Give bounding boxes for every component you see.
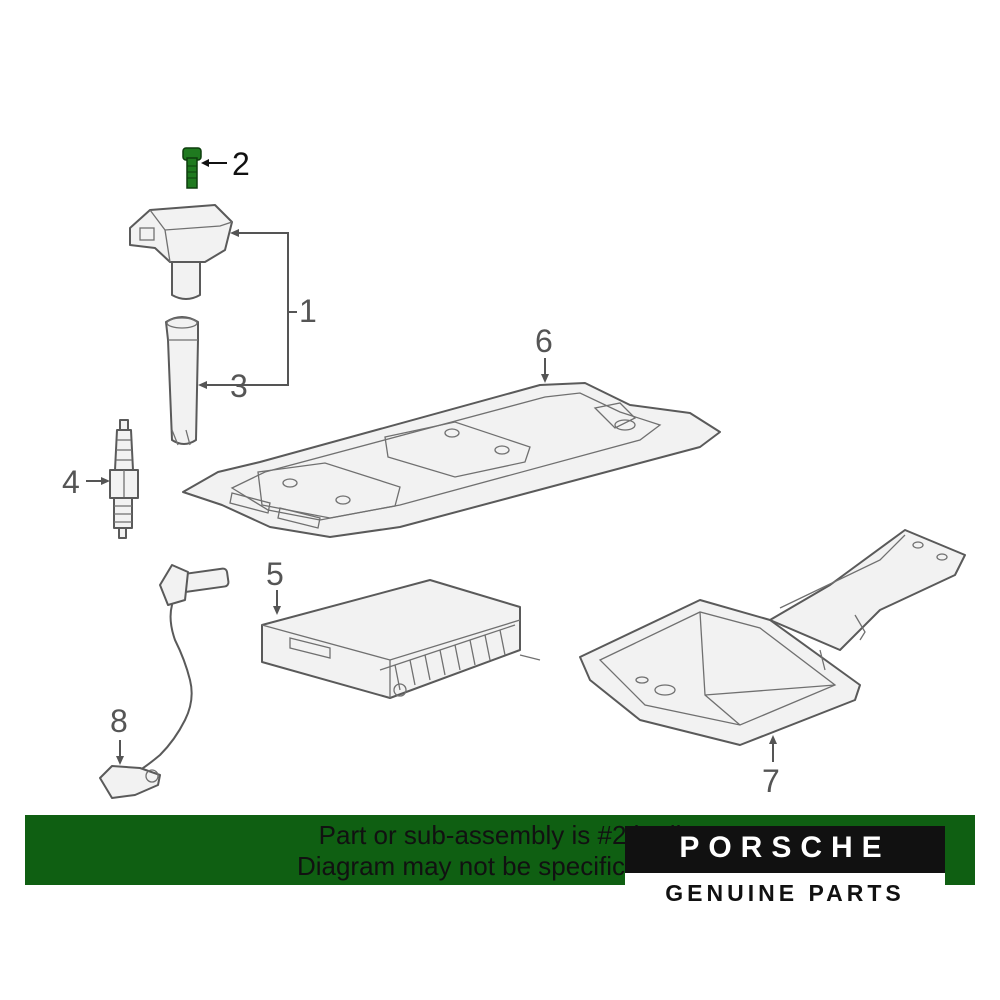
mounting-tray[interactable] xyxy=(579,529,966,746)
coil-boot[interactable] xyxy=(165,316,199,446)
banner-line-1: Part or sub-assembly is #2 in di xyxy=(318,820,682,850)
engine-cover-panel[interactable] xyxy=(182,382,721,538)
callout-3: 3 xyxy=(230,368,248,404)
callout-7: 7 xyxy=(762,763,780,799)
leader-1 xyxy=(198,229,297,389)
callout-6: 6 xyxy=(535,323,553,359)
leader-4 xyxy=(86,477,110,485)
spark-plug[interactable] xyxy=(109,419,139,539)
logo-brand: PORSCHE xyxy=(679,831,891,864)
callout-2: 2 xyxy=(232,146,250,182)
callout-5: 5 xyxy=(266,556,284,592)
leader-6 xyxy=(541,358,549,383)
bolt-part-2[interactable] xyxy=(182,147,202,189)
sensor-cable[interactable] xyxy=(99,564,230,799)
porsche-genuine-parts-logo: PORSCHE GENUINE PARTS xyxy=(625,826,945,910)
callout-1: 1 xyxy=(299,293,317,329)
control-unit[interactable] xyxy=(261,579,541,699)
logo-tagline: GENUINE PARTS xyxy=(665,880,905,906)
callout-4: 4 xyxy=(62,464,80,500)
callout-8: 8 xyxy=(110,703,128,739)
leader-2 xyxy=(201,159,227,167)
leader-5 xyxy=(273,590,281,615)
logo-band: PORSCHE xyxy=(625,826,945,873)
ignition-coil[interactable] xyxy=(129,204,233,300)
leader-7 xyxy=(769,735,777,762)
leader-8 xyxy=(116,740,124,765)
